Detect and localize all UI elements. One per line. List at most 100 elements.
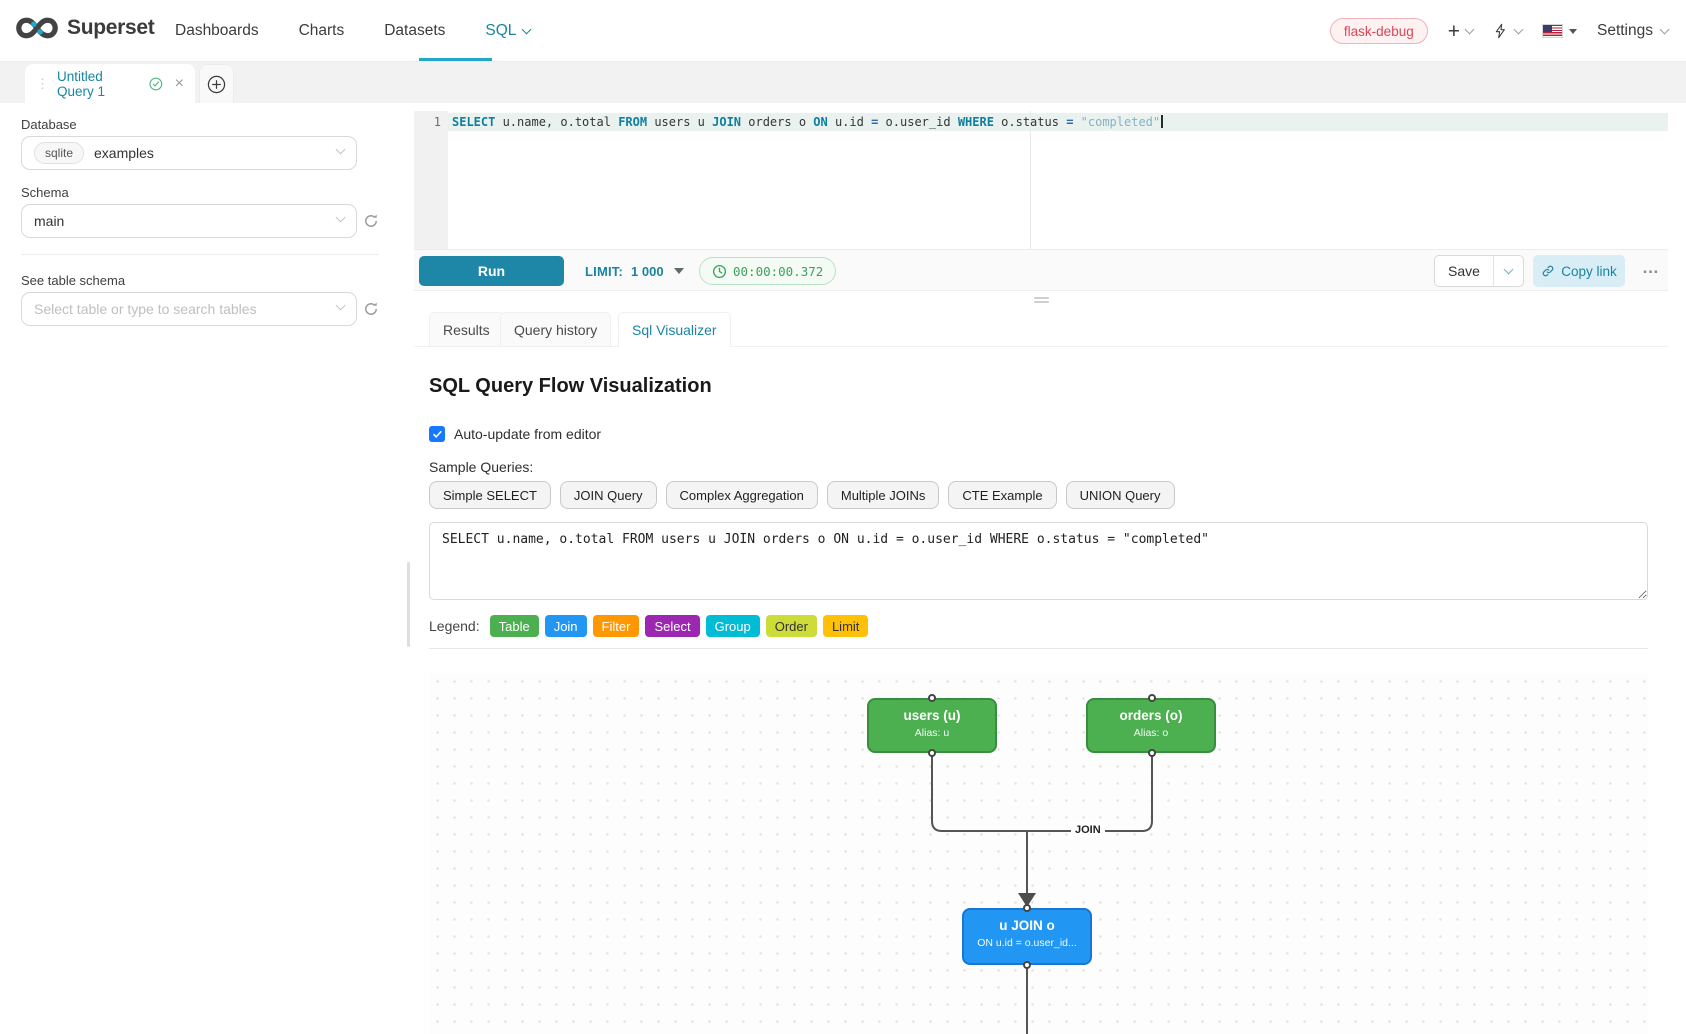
query-search-dropdown[interactable] bbox=[1493, 23, 1524, 39]
more-options-button[interactable]: … bbox=[1642, 258, 1660, 277]
node-handle[interactable] bbox=[1148, 749, 1156, 757]
sample-complex-aggregation-button[interactable]: Complex Aggregation bbox=[665, 481, 818, 509]
sample-multiple-joins-button[interactable]: Multiple JOINs bbox=[826, 481, 940, 509]
sample-queries-label: Sample Queries: bbox=[429, 459, 534, 475]
legend-badge-group: Group bbox=[705, 615, 760, 637]
query-tab-strip: ⋮ Untitled Query 1 × bbox=[0, 62, 1686, 103]
sample-union-query-button[interactable]: UNION Query bbox=[1065, 481, 1175, 509]
legend-badge-order: Order bbox=[765, 615, 817, 637]
sql-token: users u bbox=[647, 115, 713, 129]
table-schema-label: See table schema bbox=[21, 273, 126, 288]
table-select[interactable]: Select table or type to search tables bbox=[21, 292, 357, 326]
plus-icon: + bbox=[1447, 19, 1460, 43]
caret-down-icon bbox=[673, 268, 684, 274]
south-pane-tabs: Results Query history Sql Visualizer bbox=[414, 312, 1668, 347]
nav-dashboards[interactable]: Dashboards bbox=[175, 22, 259, 39]
auto-update-row: Auto-update from editor bbox=[429, 426, 601, 442]
tab-query-history[interactable]: Query history bbox=[500, 312, 612, 346]
legend-row: Legend: Table Join Filter Select Group O… bbox=[429, 615, 869, 637]
node-handle[interactable] bbox=[928, 694, 936, 702]
refresh-icon bbox=[365, 302, 377, 315]
chevron-down-icon bbox=[335, 212, 346, 223]
legend-badge-table: Table bbox=[489, 615, 539, 637]
limit-dropdown[interactable]: LIMIT: 1 000 bbox=[585, 250, 684, 292]
sql-token: JOIN bbox=[712, 115, 742, 129]
auto-update-label: Auto-update from editor bbox=[454, 426, 602, 442]
editor-print-margin bbox=[1030, 111, 1031, 249]
settings-menu[interactable]: Settings bbox=[1596, 22, 1670, 40]
schema-select[interactable]: main bbox=[21, 204, 357, 238]
checkmark-icon bbox=[432, 430, 442, 438]
node-handle[interactable] bbox=[1023, 904, 1031, 912]
sql-token: ON bbox=[813, 115, 828, 129]
drag-handle-icon[interactable]: ⋮ bbox=[36, 75, 49, 91]
settings-label: Settings bbox=[1596, 22, 1653, 39]
copy-link-button[interactable]: Copy link bbox=[1533, 255, 1625, 287]
nav-charts[interactable]: Charts bbox=[298, 22, 345, 39]
chevron-down-icon bbox=[335, 144, 346, 155]
editor-gutter: 1 bbox=[414, 111, 448, 249]
close-icon[interactable]: × bbox=[174, 74, 184, 92]
clock-icon bbox=[712, 264, 727, 278]
node-title: orders (o) bbox=[1119, 708, 1183, 723]
query-timer: 00:00:00.372 bbox=[699, 257, 837, 285]
line-number: 1 bbox=[433, 115, 441, 129]
sql-token: "completed" bbox=[1080, 115, 1161, 129]
divider bbox=[429, 648, 1648, 649]
sql-token: o.status bbox=[993, 115, 1067, 129]
run-button[interactable]: Run bbox=[419, 256, 564, 286]
superset-logo[interactable]: Superset bbox=[16, 14, 155, 42]
pane-resize-handle[interactable] bbox=[1034, 297, 1049, 305]
legend-badge-limit: Limit bbox=[822, 615, 869, 637]
page-title: SQL Query Flow Visualization bbox=[429, 375, 712, 397]
legend-badge-filter: Filter bbox=[592, 615, 640, 637]
save-button[interactable]: Save bbox=[1448, 263, 1480, 279]
nav-datasets[interactable]: Datasets bbox=[384, 22, 446, 39]
sql-token bbox=[1073, 115, 1080, 129]
node-handle[interactable] bbox=[928, 749, 936, 757]
edge-label-join: JOIN bbox=[1071, 823, 1105, 837]
editor-toolbar: Run LIMIT: 1 000 00:00:00.372 Save Copy … bbox=[414, 249, 1668, 291]
flow-node-users[interactable]: users (u) Alias: u bbox=[867, 698, 997, 753]
chevron-down-icon bbox=[1503, 264, 1514, 274]
us-flag-icon bbox=[1541, 24, 1563, 38]
sample-join-query-button[interactable]: JOIN Query bbox=[559, 481, 657, 509]
save-options-button[interactable] bbox=[1493, 256, 1523, 286]
chevron-down-icon bbox=[335, 300, 346, 311]
flow-node-join[interactable]: u JOIN o ON u.id = o.user_id... bbox=[962, 908, 1092, 965]
sql-token: u.id bbox=[827, 115, 872, 129]
node-subtitle: ON u.id = o.user_id... bbox=[977, 937, 1077, 949]
node-handle[interactable] bbox=[1148, 694, 1156, 702]
copy-link-label: Copy link bbox=[1561, 263, 1617, 279]
sql-editor[interactable]: 1 SELECT u.name, o.total FROM users u JO… bbox=[414, 111, 1668, 249]
refresh-icon bbox=[365, 214, 377, 227]
new-dropdown[interactable]: + bbox=[1447, 19, 1475, 43]
refresh-schema-button[interactable] bbox=[363, 213, 379, 234]
query-tab-active[interactable]: ⋮ Untitled Query 1 × bbox=[25, 64, 195, 103]
navbar-right: flask-debug + Settings bbox=[1329, 0, 1670, 62]
tab-results[interactable]: Results bbox=[429, 312, 504, 346]
new-query-tab-button[interactable] bbox=[199, 64, 234, 103]
node-handle[interactable] bbox=[1023, 961, 1031, 969]
flow-node-orders[interactable]: orders (o) Alias: o bbox=[1086, 698, 1216, 753]
sidebar-scrollbar[interactable] bbox=[407, 562, 410, 647]
sql-code-line: SELECT u.name, o.total FROM users u JOIN… bbox=[452, 115, 1163, 129]
node-title: users (u) bbox=[903, 708, 961, 723]
sample-simple-select-button[interactable]: Simple SELECT bbox=[429, 481, 551, 509]
timer-value: 00:00:00.372 bbox=[733, 263, 824, 279]
environment-badge: flask-debug bbox=[1329, 18, 1428, 44]
refresh-tables-button[interactable] bbox=[363, 301, 379, 322]
sample-cte-example-button[interactable]: CTE Example bbox=[948, 481, 1057, 509]
nav-sql[interactable]: SQL bbox=[485, 22, 532, 40]
language-picker[interactable] bbox=[1541, 24, 1577, 38]
flow-canvas[interactable]: users (u) Alias: u orders (o) Alias: o u… bbox=[429, 673, 1648, 1034]
top-navbar: Superset Dashboards Charts Datasets SQL … bbox=[0, 0, 1686, 62]
tab-sql-visualizer[interactable]: Sql Visualizer bbox=[618, 312, 731, 347]
sql-input-textarea[interactable]: SELECT u.name, o.total FROM users u JOIN… bbox=[429, 522, 1648, 600]
legend-badge-join: Join bbox=[544, 615, 587, 637]
database-select[interactable]: sqlite examples bbox=[21, 136, 357, 170]
limit-value: 1 000 bbox=[631, 263, 664, 279]
link-icon bbox=[1542, 265, 1554, 277]
auto-update-checkbox[interactable] bbox=[429, 426, 445, 442]
